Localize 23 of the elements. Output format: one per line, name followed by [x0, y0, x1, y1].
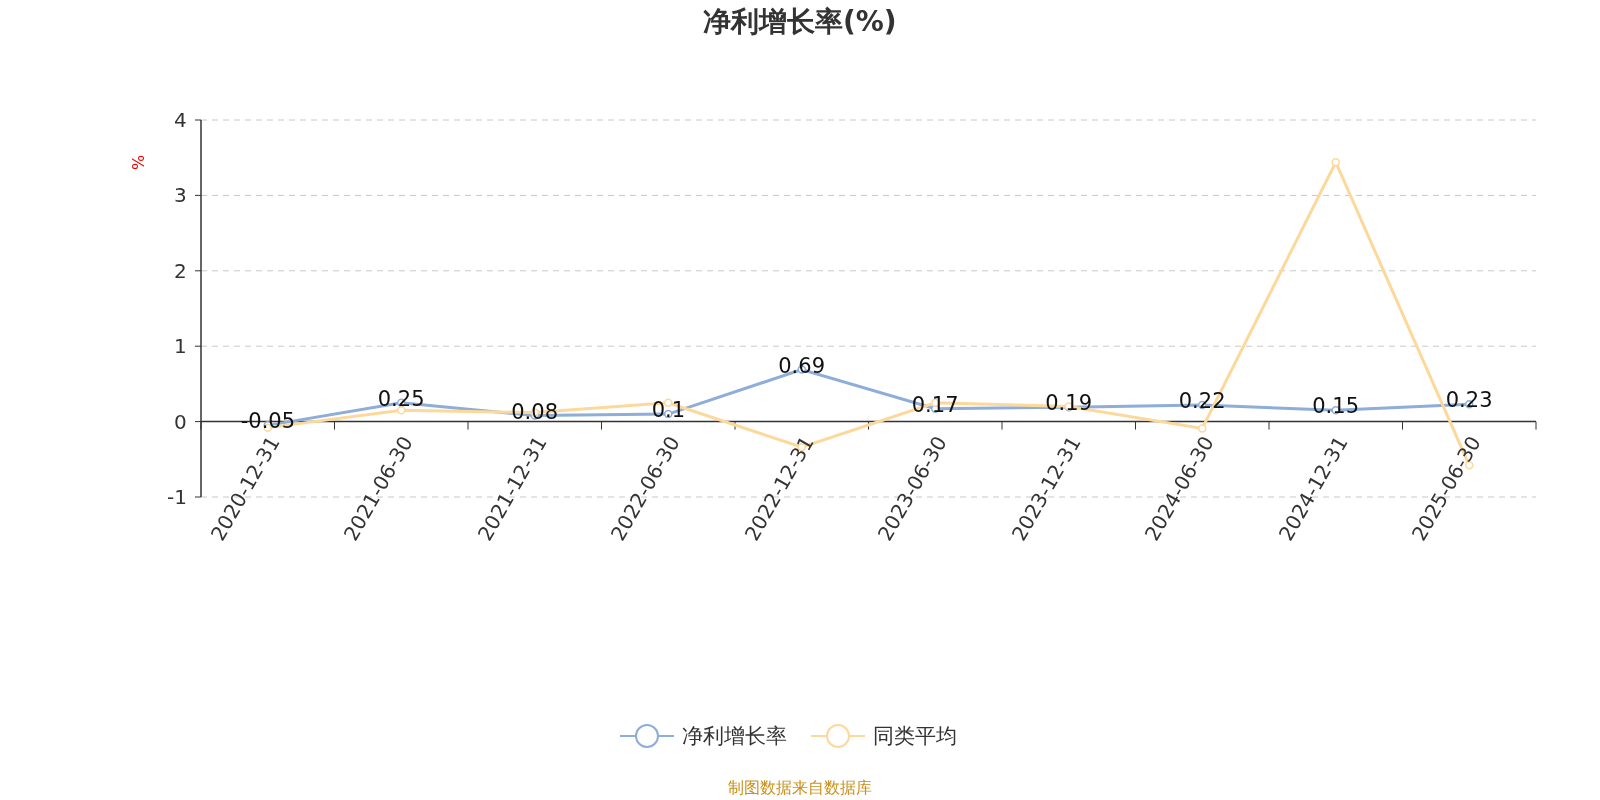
data-label: 0.25 [377, 386, 425, 411]
axis-tick-label: 3 [174, 183, 187, 208]
data-label: 0.17 [911, 392, 959, 417]
data-label: 0.22 [1178, 389, 1226, 413]
axis-tick-label: 0 [174, 409, 187, 434]
chart-title: 净利增长率(%) [703, 4, 897, 40]
axis-tick-label: 4 [174, 108, 187, 132]
data-label: 0.19 [1045, 391, 1092, 416]
legend-label: 同类平均 [873, 723, 957, 750]
data-label: 0.69 [778, 353, 825, 378]
legend-label: 净利增长率 [682, 723, 787, 750]
point [397, 406, 406, 415]
source-note: 制图数据来自数据库 [728, 777, 872, 799]
point [1331, 157, 1340, 167]
point [1198, 424, 1207, 433]
data-label: 0.15 [1312, 394, 1359, 419]
data-label: 0.1 [651, 398, 686, 423]
data-label: 0.23 [1445, 388, 1493, 413]
axis-tick-label: 1 [174, 334, 187, 359]
axis-tick-label: -1 [167, 485, 187, 509]
axis-title: % [128, 154, 148, 170]
axis-tick-label: 2 [174, 258, 187, 283]
data-label: 0.08 [511, 399, 558, 424]
